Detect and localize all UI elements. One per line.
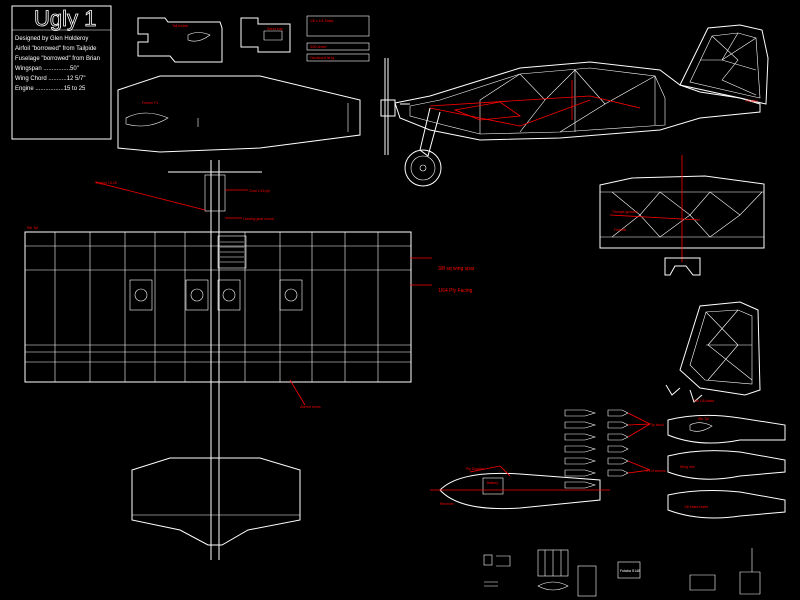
rib-marker-a: Rib Tpl (27, 226, 38, 230)
label-stab: 1/8 stab (745, 99, 758, 103)
fuselage-side-sheet: Former F1 (117, 75, 361, 153)
label-aileron: Aileron horns (300, 405, 321, 409)
label-rib-1: Rib Tpl (698, 417, 709, 421)
title-line-6: Engine .................15 to 25 (15, 86, 86, 92)
small-parts-top: Tail blocks Servo tray 1/8 x 1/4 Strips … (137, 15, 370, 63)
label-lg-mount: Landing gear mount (243, 217, 274, 221)
label-fuse-former: Former F1 (142, 101, 158, 105)
label-ply-facing: 1/64 Ply Facing (438, 288, 473, 294)
label-battery: Battery (487, 481, 498, 485)
hardware-column: Tip block 2 1/4 wheels (564, 409, 666, 489)
title-line-5: Wing Chord ...........12 5/7" (15, 76, 86, 82)
label-tip-block: Tip block (650, 423, 664, 427)
horizontal-stabilizer (131, 457, 301, 546)
label-strips: 1/8 x 1/4 Strips (310, 19, 334, 23)
label-wheel: 2 1/4 wheels (646, 469, 666, 473)
wing-plan: Rib Tpl 3/8 sq wing spar 1/64 Ply Facing… (24, 226, 475, 409)
label-rib-3: 1/8 balsa sheet (684, 505, 708, 509)
label-ply-doubler: Ply Doubler (466, 467, 485, 471)
label-fin: Fin 1/8 balsa (694, 399, 714, 403)
title-line-3: Fuselage "borrowed" from Brian (15, 56, 100, 62)
rib-templates: Rib Tpl Wing ribs 1/8 balsa sheet (667, 414, 786, 519)
label-servo: Futaba S148 (620, 569, 640, 573)
plan-title: Ugly 1 (34, 6, 96, 31)
label-tail-blocks: Tail blocks (172, 24, 188, 28)
title-line-4: Wingspan ................50" (15, 66, 79, 72)
fuselage-cross-section: Triangle gussets Firewall (599, 155, 765, 276)
title-line-1: Designed by Glen Holderoy (15, 36, 88, 42)
fin-detail: Fin 1/8 balsa (665, 301, 761, 403)
label-triangle-gussets: Triangle gussets (612, 210, 638, 214)
label-rib-2: Wing ribs (680, 465, 695, 469)
label-engine: Engine 15-25 (96, 181, 117, 185)
side-view: 1/8 stab (380, 24, 769, 187)
title-block: Ugly 1 Designed by Glen Holderoy Airfoil… (11, 5, 112, 140)
label-receiver: Receiver (440, 502, 455, 506)
label-spar: 3/8 sq wing spar (438, 266, 475, 272)
fuselage-bottom-view: Ply Doubler Battery Receiver (430, 465, 610, 510)
fuselage-top-view: Engine 15-25 Cowl 1/16 ply Landing gear … (94, 160, 274, 560)
label-cowl: Cowl 1/16 ply (249, 189, 270, 193)
label-servo-tray: Servo tray (267, 27, 283, 31)
small-parts-bottom: Futaba S148 (483, 548, 761, 597)
label-hardwood: Hardwood lst lg (310, 56, 334, 60)
label-firewall: Firewall (614, 228, 626, 232)
label-strip-sheet: 3/32 sheet (310, 45, 326, 49)
title-line-2: Airfoil "borrowed" from Tailpide (15, 46, 97, 52)
